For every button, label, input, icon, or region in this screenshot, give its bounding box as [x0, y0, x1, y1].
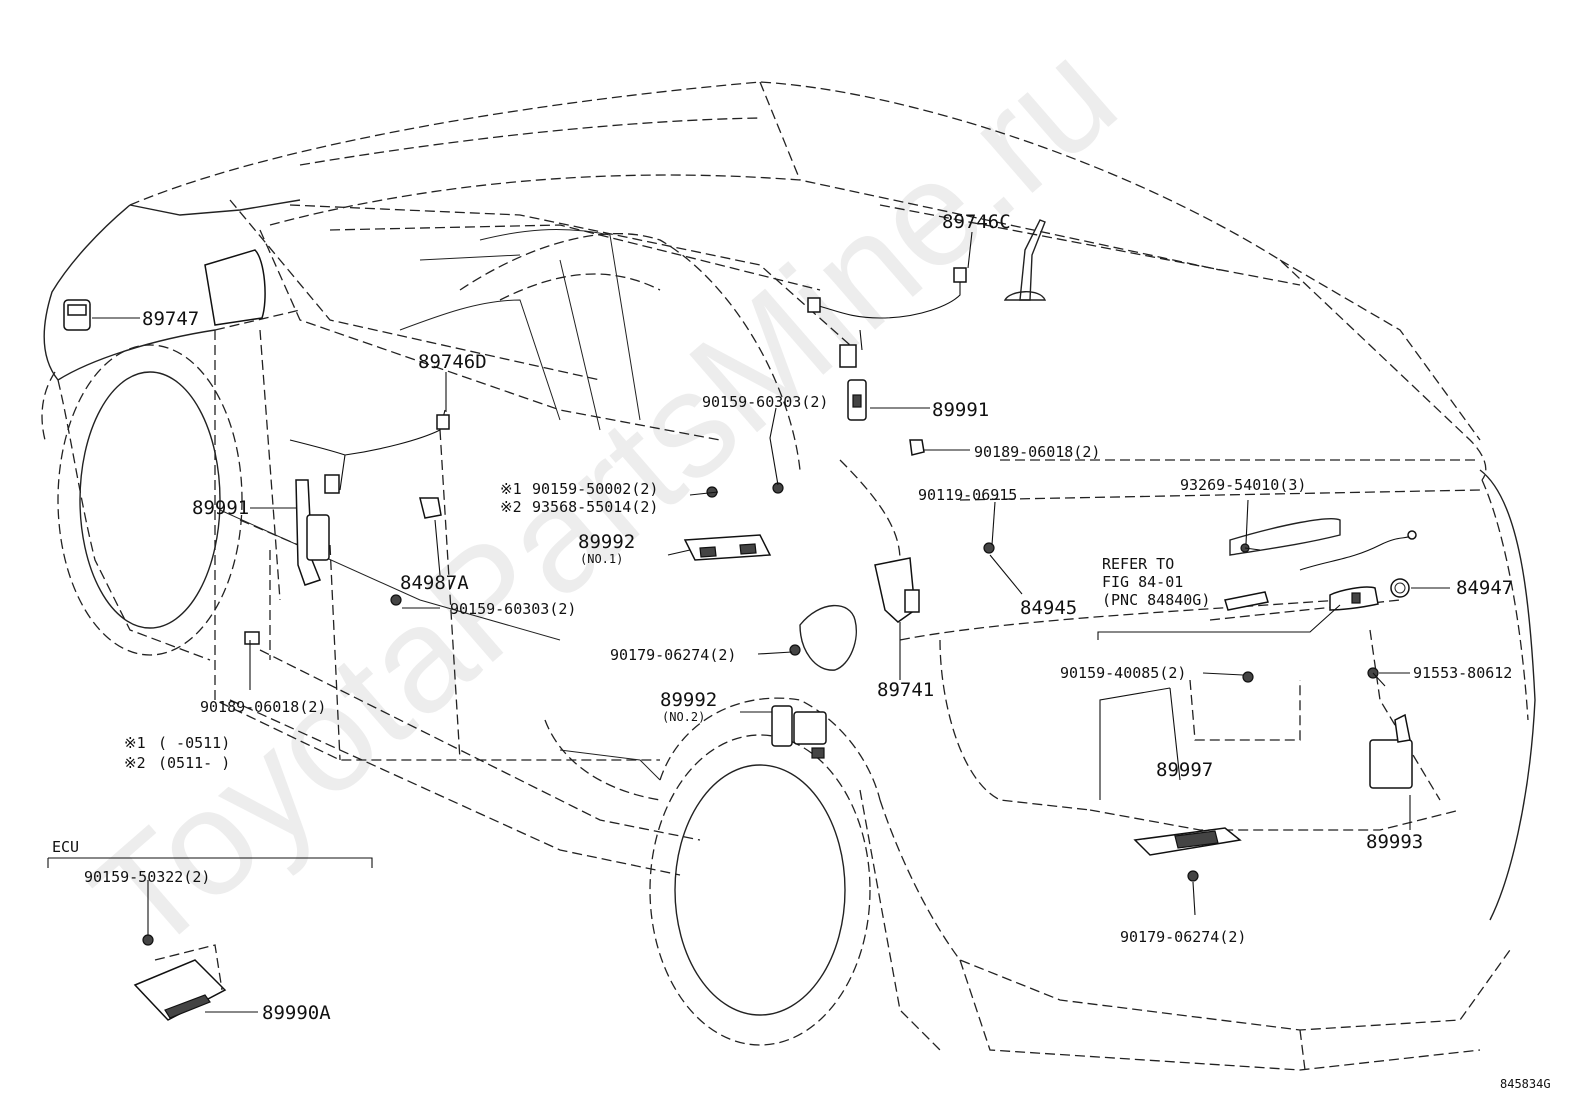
label-84987a: 84987A	[400, 572, 469, 594]
label-89991-right: 89991	[932, 399, 989, 421]
label-refer-pnc: (PNC 84840G)	[1102, 591, 1210, 609]
label-90189-06018-low: 90189-06018(2)	[200, 698, 326, 716]
label-note1-prefix: ※1	[500, 480, 522, 498]
label-90159-50322: 90159-50322(2)	[84, 868, 210, 886]
label-89997: 89997	[1156, 759, 1213, 781]
ecu-title: ECU	[52, 838, 79, 856]
label-90159-60303-low: 90159-60303(2)	[450, 600, 576, 618]
label-90159-50002: 90159-50002(2)	[532, 480, 658, 498]
label-89992-no2-sub: (NO.2)	[662, 710, 705, 724]
leader-lines	[47, 231, 1450, 1013]
label-90119-06915: 90119-06915	[918, 486, 1017, 504]
parts-drawings	[63, 249, 1417, 1021]
label-89746c: 89746C	[942, 211, 1011, 233]
legend-2-range: (0511- )	[158, 754, 230, 772]
label-89741: 89741	[877, 679, 934, 701]
label-89990a: 89990A	[262, 1002, 331, 1024]
label-93568-55014: 93568-55014(2)	[532, 498, 658, 516]
label-89992-no1: 89992	[578, 531, 635, 553]
label-89993: 89993	[1366, 831, 1423, 853]
label-84947: 84947	[1456, 577, 1513, 599]
part-labels: 89747 89746C 89746D 89991 89991 90159-60…	[52, 211, 1551, 1091]
legend-2-mark: ※2	[124, 754, 146, 772]
label-90179-06274-mid: 90179-06274(2)	[610, 646, 736, 664]
label-89992-no2: 89992	[660, 689, 717, 711]
label-90189-06018-top: 90189-06018(2)	[974, 443, 1100, 461]
label-refer-to: REFER TO	[1102, 555, 1174, 573]
label-89991-left: 89991	[192, 497, 249, 519]
label-84945: 84945	[1020, 597, 1077, 619]
label-90179-06274-low: 90179-06274(2)	[1120, 928, 1246, 946]
label-93269-54010: 93269-54010(3)	[1180, 476, 1306, 494]
figure-code: 845834G	[1500, 1077, 1551, 1091]
label-90159-40085: 90159-40085(2)	[1060, 664, 1186, 682]
legend-1-mark: ※1	[124, 734, 146, 752]
label-90159-60303-top: 90159-60303(2)	[702, 393, 828, 411]
label-refer-fig: FIG 84-01	[1102, 573, 1183, 591]
label-89992-no1-sub: (NO.1)	[580, 552, 623, 566]
label-89746d: 89746D	[418, 351, 487, 373]
label-91553-80612: 91553-80612	[1413, 664, 1512, 682]
label-89747: 89747	[142, 308, 199, 330]
legend-1-range: ( -0511)	[158, 734, 230, 752]
label-note2-prefix: ※2	[500, 498, 522, 516]
